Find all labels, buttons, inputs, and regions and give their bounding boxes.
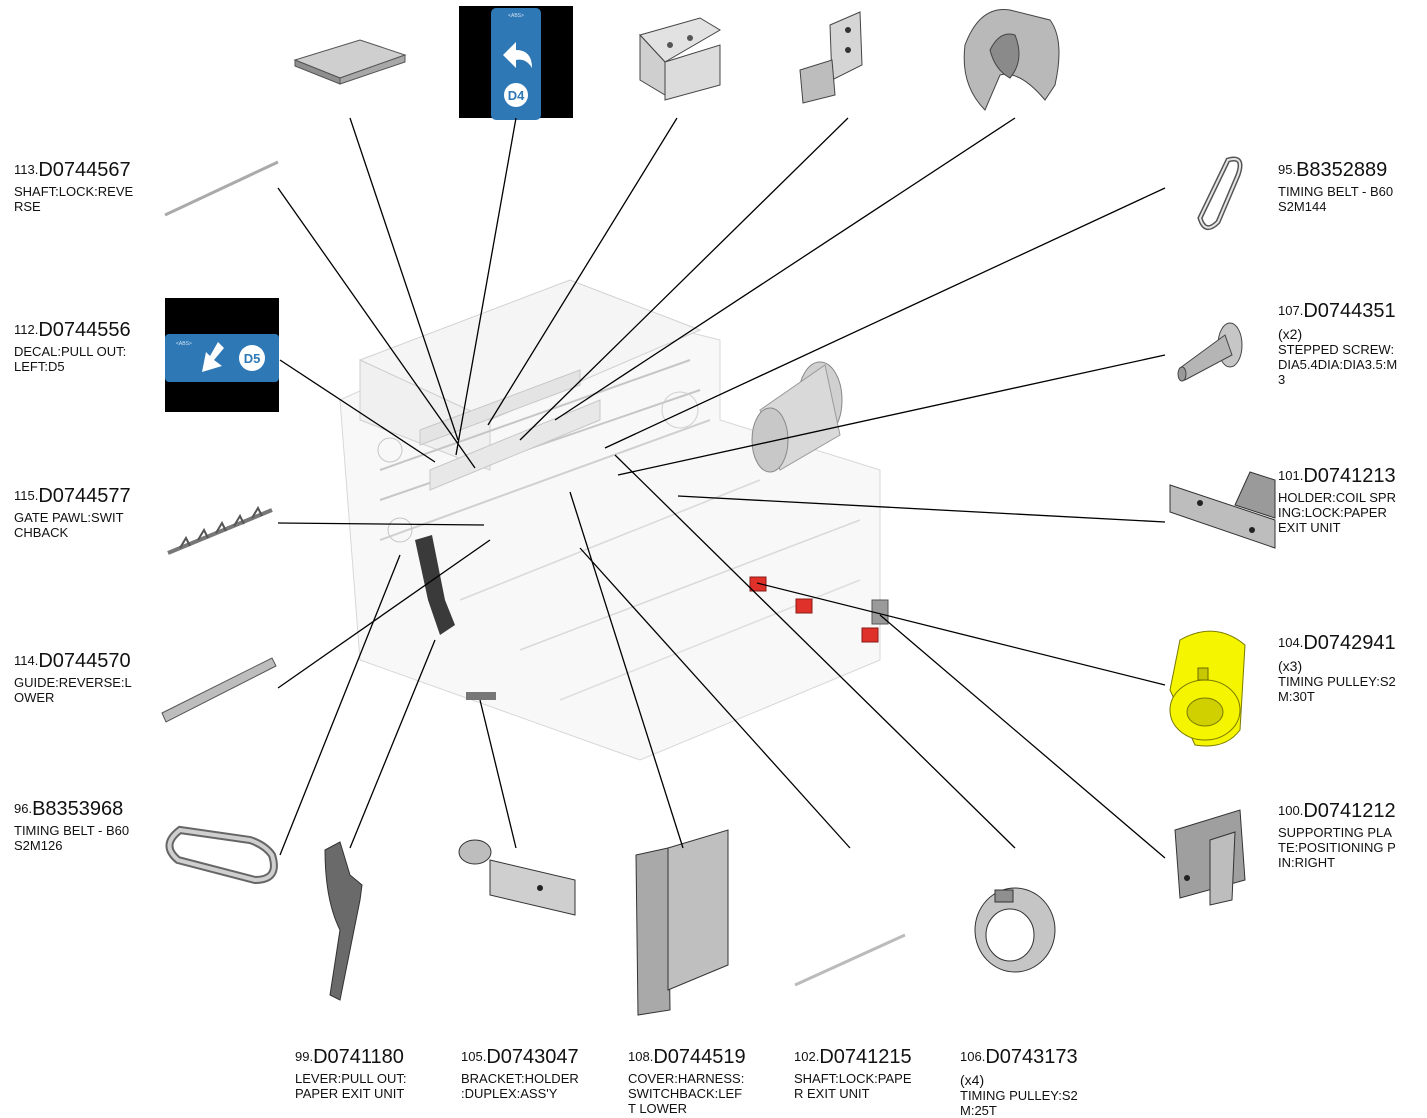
lever-in-assembly [415, 535, 455, 635]
part-code: D0741215 [819, 1046, 912, 1068]
mounting-bracket-thumbnail [799, 11, 863, 104]
cover-harness-switchback-thumbnail [635, 829, 729, 1016]
timing-belt-b60-s2m144-thumbnail [1197, 156, 1243, 231]
part-number: 99. [295, 1049, 314, 1064]
part-number: 113. [14, 162, 39, 177]
gate-pawl-thumbnail [167, 505, 273, 555]
bracket-holder-duplex-thumbnail [458, 839, 576, 916]
part-description: COVER:HARNESS: SWITCHBACK:LEF T LOWER [628, 1071, 745, 1116]
part-description: GATE PAWL:SWIT CHBACK [14, 510, 124, 540]
part-label-108[interactable]: 108.D0744519 COVER:HARNESS: SWITCHBACK:L… [628, 1047, 788, 1116]
part-label-100[interactable]: 100.D0741212 SUPPORTING PLA TE:POSITIONI… [1278, 801, 1426, 870]
part-number: 115. [14, 488, 39, 503]
part-label-106[interactable]: 106.D0743173 (x4) TIMING PULLEY:S2 M:25T [960, 1047, 1120, 1118]
part-description: TIMING PULLEY:S2 M:25T [960, 1088, 1078, 1118]
part-code: D0741180 [313, 1046, 404, 1068]
mesh-roller-illustration [751, 361, 843, 473]
part-description: STEPPED SCREW: DIA5.4DIA:DIA3.5:M 3 [1278, 342, 1398, 387]
part-code: D0744570 [38, 650, 131, 672]
d5-badge-text: D5 [244, 351, 261, 366]
part-label-96[interactable]: 96.B8353968 TIMING BELT - B60 S2M126 [14, 799, 179, 853]
part-description: GUIDE:REVERSE:L OWER [14, 675, 132, 705]
part-code: D0744567 [38, 159, 131, 181]
part-code: D0743173 [985, 1046, 1078, 1068]
part-label-112[interactable]: 112.D0744556 DECAL:PULL OUT: LEFT:D5 [14, 320, 164, 374]
timing-pulley-25t-thumbnail [974, 887, 1056, 973]
supporting-plate-right-thumbnail [1174, 809, 1246, 906]
decal-d4-thumbnail [459, 6, 573, 120]
shaft-lock-reverse-thumbnail [164, 160, 279, 217]
part-number: 102. [794, 1049, 820, 1064]
part-number: 100. [1278, 803, 1304, 818]
bracket-in-assembly [466, 692, 496, 700]
part-description: TIMING BELT - B60 S2M126 [14, 823, 130, 853]
part-description: LEVER:PULL OUT: PAPER EXIT UNIT [295, 1071, 407, 1101]
part-description: TIMING BELT - B60 S2M144 [1278, 184, 1394, 214]
bracket-plate-thumbnail [639, 17, 721, 101]
part-label-99[interactable]: 99.D0741180 LEVER:PULL OUT: PAPER EXIT U… [295, 1047, 455, 1101]
part-label-95[interactable]: 95.B8352889 TIMING BELT - B60 S2M144 [1278, 160, 1426, 214]
lever-pull-out-thumbnail [324, 841, 363, 1001]
part-code: B8353968 [32, 798, 124, 820]
part-description: SHAFT:LOCK:REVE RSE [14, 184, 134, 214]
part-number: 107. [1278, 303, 1304, 318]
part-label-102[interactable]: 102.D0741215 SHAFT:LOCK:PAPE R EXIT UNIT [794, 1047, 954, 1101]
part-label-105[interactable]: 105.D0743047 BRACKET:HOLDER :DUPLEX:ASS'… [461, 1047, 621, 1101]
part-description: DECAL:PULL OUT: LEFT:D5 [14, 344, 127, 374]
part-number: 101. [1278, 468, 1304, 483]
part-number: 106. [960, 1049, 986, 1064]
part-number: 108. [628, 1049, 654, 1064]
part-description: SUPPORTING PLA TE:POSITIONING P IN:RIGHT [1278, 825, 1396, 870]
part-label-104[interactable]: 104.D0742941 (x3) TIMING PULLEY:S2 M:30T [1278, 633, 1426, 704]
part-number: 104. [1278, 635, 1304, 650]
shaft-lock-paper-exit-thumbnail [794, 933, 906, 987]
holder-coil-spring-thumbnail [1169, 471, 1276, 549]
d4-badge-text: D4 [508, 88, 525, 103]
cable-clamp-thumbnail [963, 8, 1060, 111]
part-number: 114. [14, 653, 39, 668]
part-description: HOLDER:COIL SPR ING:LOCK:PAPER EXIT UNIT [1278, 490, 1396, 535]
part-code: D0744519 [653, 1046, 746, 1068]
part-code: D0741213 [1303, 465, 1396, 487]
decal-d5-thumbnail [165, 298, 279, 412]
part-label-101[interactable]: 101.D0741213 HOLDER:COIL SPR ING:LOCK:PA… [1278, 466, 1426, 535]
part-label-115[interactable]: 115.D0744577 GATE PAWL:SWIT CHBACK [14, 486, 179, 540]
part-description: BRACKET:HOLDER :DUPLEX:ASS'Y [461, 1071, 579, 1101]
stepped-screw-thumbnail [1177, 322, 1243, 382]
timing-belt-b60-s2m126-thumbnail [165, 825, 278, 885]
leader-lines [277, 117, 1166, 859]
part-code: D0741212 [1303, 800, 1396, 822]
part-description: TIMING PULLEY:S2 M:30T [1278, 674, 1396, 704]
part-code: D0744556 [38, 319, 131, 341]
part-code: D0742941 [1303, 632, 1396, 654]
part-number: 112. [14, 322, 39, 337]
position-markers [749, 576, 879, 643]
part-label-107[interactable]: 107.D0744351 (x2) STEPPED SCREW: DIA5.4D… [1278, 301, 1426, 387]
part-label-113[interactable]: 113.D0744567 SHAFT:LOCK:REVE RSE [14, 160, 179, 214]
part-label-114[interactable]: 114.D0744570 GUIDE:REVERSE:L OWER [14, 651, 179, 705]
part-number: 95. [1278, 162, 1297, 177]
part-number: 105. [461, 1049, 487, 1064]
part-code: D0744577 [38, 485, 131, 507]
d4-tiny-text: <ABS> [508, 13, 524, 19]
d5-tiny-text: <ABS> [176, 341, 192, 347]
comb-plate-thumbnail [293, 39, 407, 85]
part-code: D0744351 [1303, 300, 1396, 322]
part-quantity: (x3) [1278, 658, 1303, 674]
part-number: 96. [14, 801, 33, 816]
guide-reverse-lower-thumbnail [161, 657, 277, 723]
part-code: B8352889 [1296, 159, 1388, 181]
part-quantity: (x4) [960, 1072, 985, 1088]
timing-pulley-30t-thumbnail [1169, 630, 1246, 747]
part-code: D0743047 [486, 1046, 579, 1068]
part-quantity: (x2) [1278, 326, 1303, 342]
part-description: SHAFT:LOCK:PAPE R EXIT UNIT [794, 1071, 912, 1101]
